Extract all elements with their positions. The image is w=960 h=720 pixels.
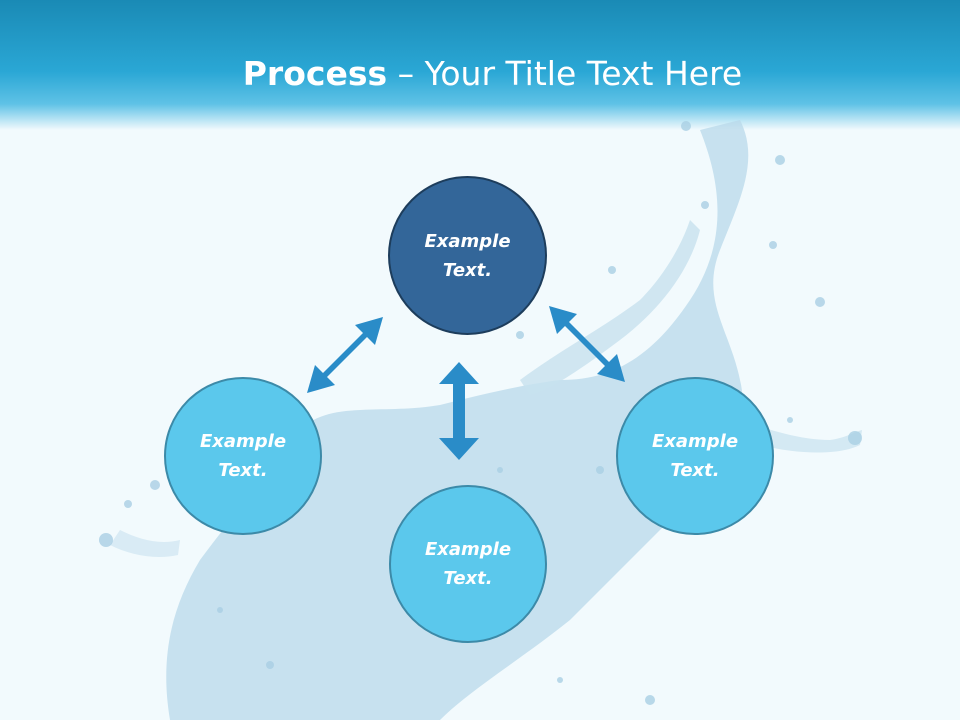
process-node-right: Example Text. <box>616 377 774 535</box>
process-node-left-label: Example Text. <box>199 431 287 481</box>
double-arrow-top-right <box>549 306 625 382</box>
title-bold: Process <box>242 54 388 93</box>
double-arrow-top-left <box>307 317 383 393</box>
title-banner <box>0 0 960 130</box>
process-node-left: Example Text. <box>164 377 322 535</box>
process-node-right-label: Example Text. <box>651 431 739 481</box>
process-node-bottom: Example Text. <box>389 485 547 643</box>
title-rest: – Your Title Text Here <box>387 54 743 93</box>
slide-title: Process – Your Title Text Here <box>0 52 960 96</box>
process-node-top: Example Text. <box>388 176 547 335</box>
process-node-bottom-label: Example Text. <box>424 539 512 589</box>
process-node-top-label: Example Text. <box>424 230 511 281</box>
double-arrow-vertical <box>439 362 479 460</box>
